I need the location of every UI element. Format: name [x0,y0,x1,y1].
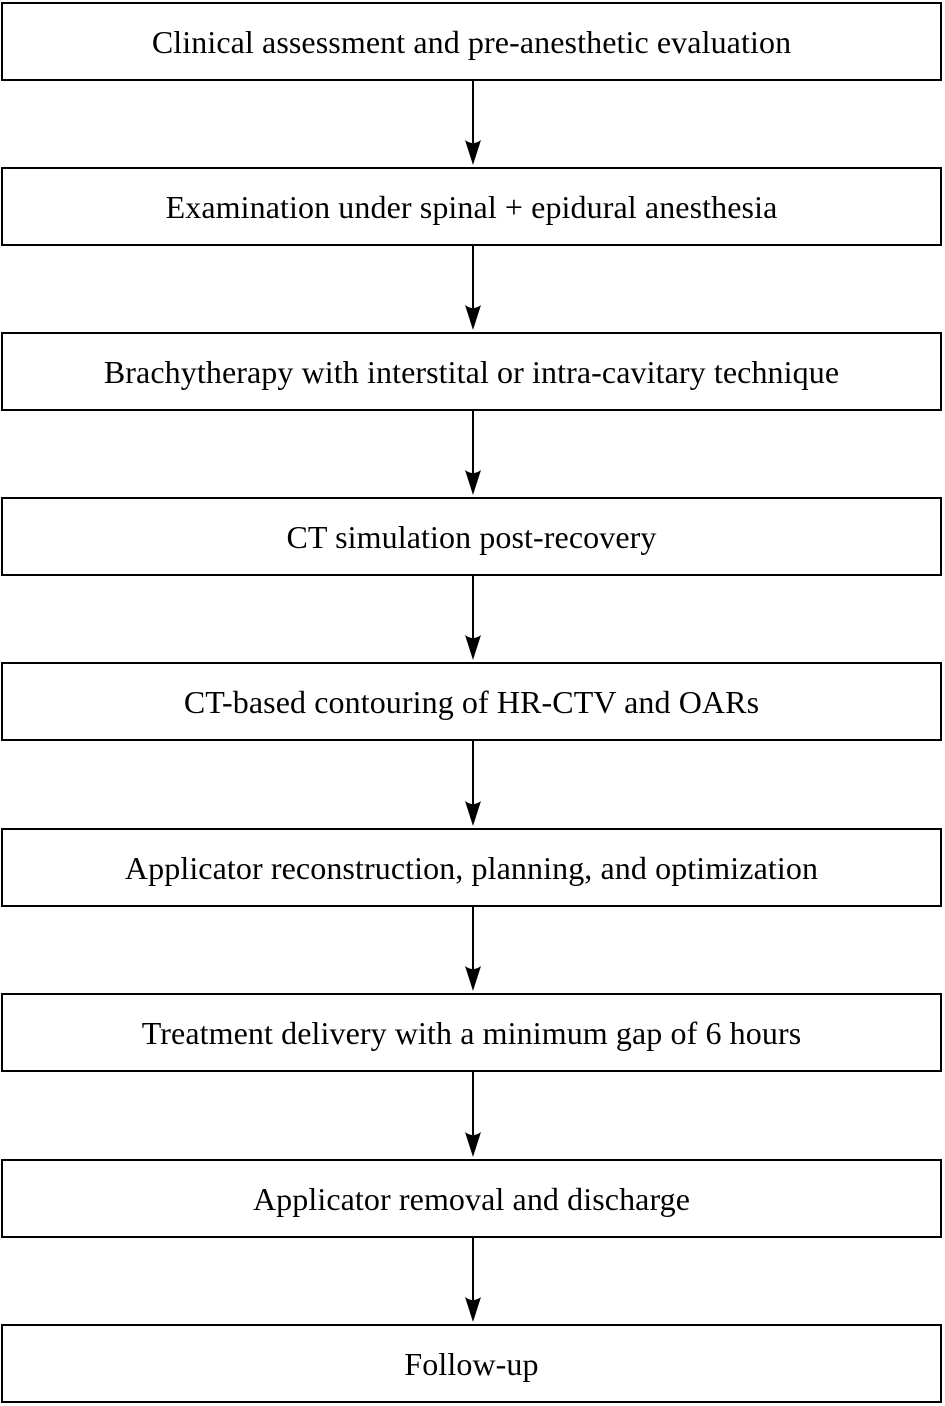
step-label: CT simulation post-recovery [286,518,657,555]
step-label: Applicator reconstruction, planning, and… [124,849,819,886]
step-box-examination: Examination under spinal + epidural anes… [1,167,942,246]
step-box-ct-simulation: CT simulation post-recovery [1,497,942,576]
step-box-ct-contouring: CT-based contouring of HR-CTV and OARs [1,662,942,741]
arrow-2 [465,246,481,330]
step-box-applicator-reconstruction: Applicator reconstruction, planning, and… [1,828,942,907]
step-box-follow-up: Follow-up [1,1324,942,1403]
step-box-treatment-delivery: Treatment delivery with a minimum gap of… [1,993,942,1072]
step-label: CT-based contouring of HR-CTV and OARs [183,683,760,720]
step-box-brachytherapy: Brachytherapy with interstital or intra-… [1,332,942,411]
arrow-6 [465,907,481,991]
step-label: Examination under spinal + epidural anes… [165,188,778,225]
step-box-clinical-assessment: Clinical assessment and pre-anesthetic e… [1,2,942,81]
arrow-7 [465,1072,481,1157]
step-label: Treatment delivery with a minimum gap of… [141,1014,802,1051]
step-label: Follow-up [404,1345,539,1382]
arrow-5 [465,741,481,826]
step-label: Brachytherapy with interstital or intra-… [103,353,840,390]
arrow-1 [465,81,481,165]
step-label: Applicator removal and discharge [252,1180,691,1217]
arrow-8 [465,1238,481,1322]
step-box-applicator-removal: Applicator removal and discharge [1,1159,942,1238]
arrow-4 [465,576,481,660]
step-label: Clinical assessment and pre-anesthetic e… [151,23,792,60]
arrow-3 [465,411,481,495]
